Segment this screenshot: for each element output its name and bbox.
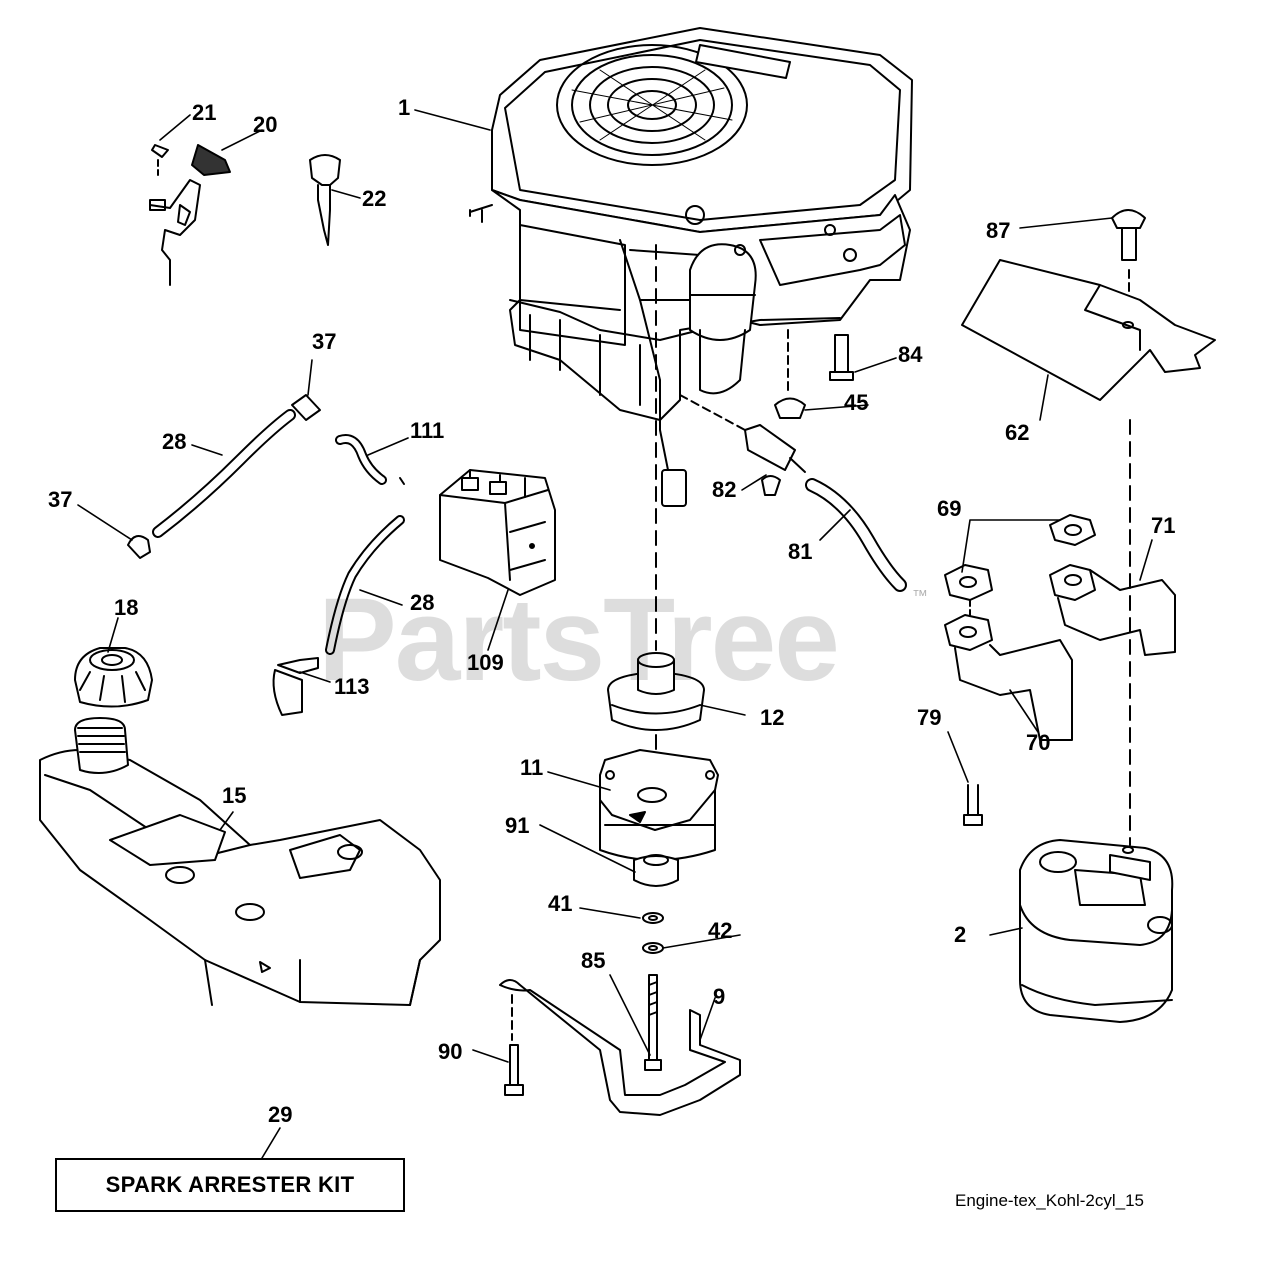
callout-109: 109	[467, 650, 504, 675]
trademark-symbol: ™	[912, 588, 928, 605]
callout-37-top: 37	[312, 329, 337, 354]
engine-fittings	[679, 329, 907, 592]
spark-arrester-kit-box: SPARK ARRESTER KIT	[55, 1158, 405, 1212]
callout-37-left: 37	[48, 487, 73, 512]
callout-28-mid: 28	[410, 590, 435, 615]
callout-41: 41	[548, 891, 573, 916]
muffler-part	[1019, 839, 1174, 1023]
spark-arrester-kit-label: SPARK ARRESTER KIT	[105, 1172, 355, 1197]
exhaust-pipes	[944, 514, 1176, 826]
leader-lines	[77, 109, 1153, 1159]
callout-15: 15	[222, 783, 247, 808]
callout-9: 9	[713, 984, 726, 1009]
fuel-pump-part	[439, 469, 556, 596]
callout-45: 45	[844, 390, 869, 415]
fuel-tank-part	[39, 647, 441, 1006]
callout-2: 2	[954, 922, 967, 947]
clutch-stack	[499, 244, 741, 1116]
throttle-control-assembly	[149, 144, 341, 286]
callout-18: 18	[114, 595, 139, 620]
callout-85: 85	[581, 948, 606, 973]
engine-part	[469, 27, 913, 507]
diagram-caption: Engine-tex_Kohl-2cyl_15	[955, 1191, 1145, 1210]
callout-62: 62	[1005, 420, 1030, 445]
callout-21: 21	[192, 100, 217, 125]
callout-82: 82	[712, 477, 737, 502]
callout-20: 20	[253, 112, 278, 137]
callout-71: 71	[1151, 513, 1176, 538]
fuel-lines	[127, 394, 405, 716]
callout-111: 111	[410, 418, 445, 443]
watermark-text: PartsTree	[318, 574, 840, 706]
callout-1: 1	[398, 95, 411, 120]
callout-87: 87	[986, 218, 1011, 243]
callout-79: 79	[917, 705, 942, 730]
callout-70: 70	[1026, 730, 1051, 755]
callout-42: 42	[708, 918, 733, 943]
callout-69: 69	[937, 496, 962, 521]
callout-28-left: 28	[162, 429, 187, 454]
callout-12: 12	[760, 705, 785, 730]
callout-29: 29	[268, 1102, 293, 1127]
callout-91: 91	[505, 813, 530, 838]
callout-90: 90	[438, 1039, 463, 1064]
callout-22: 22	[362, 186, 387, 211]
callout-81: 81	[788, 539, 813, 564]
callout-113: 113	[334, 674, 370, 699]
callout-11: 11	[520, 755, 544, 780]
callout-84: 84	[898, 342, 923, 367]
